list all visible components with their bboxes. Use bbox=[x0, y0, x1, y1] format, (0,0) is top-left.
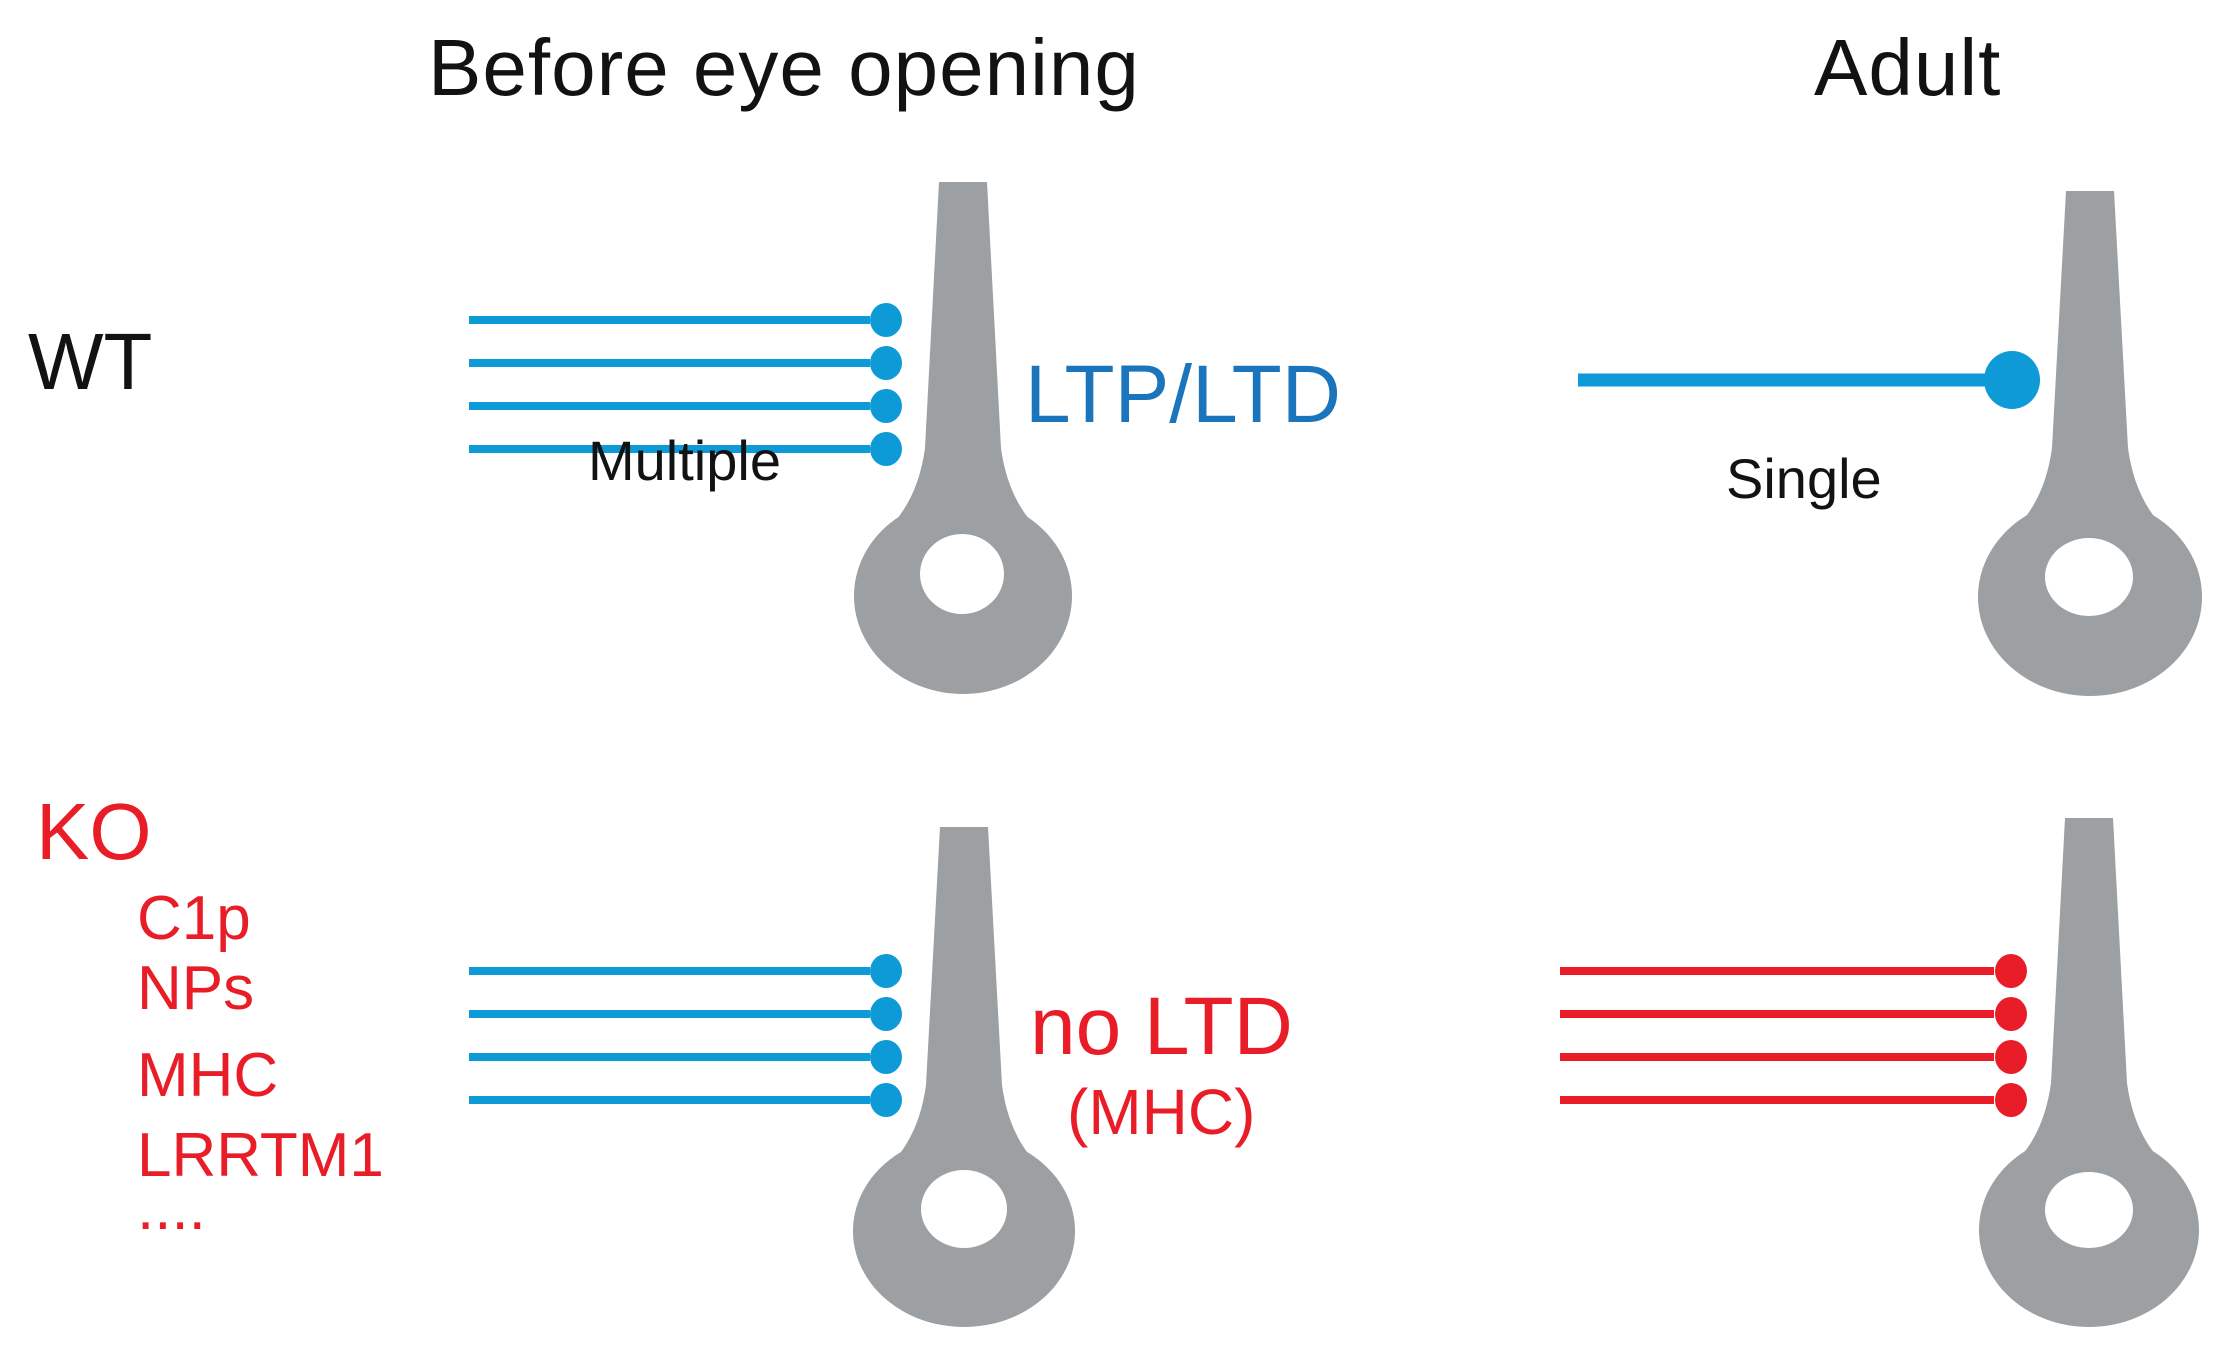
neuron-wt-adult bbox=[1978, 191, 2202, 696]
ko-gene-label: C1p bbox=[137, 884, 251, 953]
afferents-wt-adult bbox=[1578, 351, 2040, 409]
afferent-line bbox=[469, 359, 870, 367]
column-header-adult: Adult bbox=[1814, 23, 2002, 112]
row-label-wt: WT bbox=[28, 317, 153, 406]
afferent-line bbox=[469, 1096, 870, 1104]
soma-hole bbox=[2045, 1172, 2133, 1248]
synaptic-bouton-dot bbox=[870, 432, 902, 466]
row-label-ko: KO bbox=[36, 787, 152, 876]
synaptic-bouton-dot bbox=[1995, 997, 2027, 1031]
afferent-lines bbox=[469, 303, 2040, 1117]
neuron-ko-before bbox=[853, 827, 1075, 1327]
synaptic-bouton-dot bbox=[1995, 954, 2027, 988]
afferent-line bbox=[469, 445, 870, 453]
synaptic-bouton-dot bbox=[870, 954, 902, 988]
afferent-line bbox=[1578, 373, 1988, 387]
caption-multiple: Multiple bbox=[588, 429, 781, 492]
afferents-wt-before bbox=[469, 303, 902, 466]
synaptic-bouton-dot bbox=[1995, 1083, 2027, 1117]
annotation-no-ltd: no LTD bbox=[1030, 981, 1293, 1072]
caption-single: Single bbox=[1726, 447, 1882, 510]
ko-gene-label: MHC bbox=[137, 1041, 279, 1110]
synaptic-bouton-dot bbox=[870, 1040, 902, 1074]
afferent-line bbox=[469, 402, 870, 410]
afferent-line bbox=[469, 316, 870, 324]
afferents-ko-adult bbox=[1560, 954, 2027, 1117]
afferent-line bbox=[1560, 1053, 1994, 1061]
dendrite-shape bbox=[888, 827, 1040, 1167]
synaptic-bouton-dot bbox=[1984, 351, 2040, 409]
soma-hole bbox=[921, 1170, 1007, 1248]
afferent-line bbox=[1560, 1096, 1994, 1104]
ko-gene-label: NPs bbox=[137, 954, 255, 1023]
synaptic-bouton-dot bbox=[870, 389, 902, 423]
afferent-line bbox=[469, 1053, 870, 1061]
ko-gene-label: .... bbox=[137, 1174, 206, 1243]
dendrite-shape bbox=[2013, 818, 2165, 1165]
synaptic-bouton-dot bbox=[1995, 1040, 2027, 1074]
afferent-line bbox=[469, 1010, 870, 1018]
synaptic-bouton-dot bbox=[870, 997, 902, 1031]
soma-hole bbox=[920, 534, 1004, 614]
afferent-line bbox=[1560, 967, 1994, 975]
ko-gene-label: LRRTM1 bbox=[137, 1121, 384, 1190]
synaptic-bouton-dot bbox=[870, 346, 902, 380]
afferent-line bbox=[1560, 1010, 1994, 1018]
dendrite-shape bbox=[887, 182, 1039, 530]
afferent-line bbox=[469, 967, 870, 975]
soma-hole bbox=[2045, 538, 2133, 616]
neuron-wt-before bbox=[854, 182, 1072, 694]
synaptic-bouton-dot bbox=[870, 1083, 902, 1117]
dendrite-shape bbox=[2014, 191, 2166, 530]
annotation-no-ltd-qualifier: (MHC) bbox=[1067, 1076, 1256, 1148]
annotation-ltp-ltd: LTP/LTD bbox=[1025, 349, 1341, 440]
afferents-ko-before bbox=[469, 954, 902, 1117]
synaptic-bouton-dot bbox=[870, 303, 902, 337]
column-header-before-eye-opening: Before eye opening bbox=[428, 23, 1140, 112]
neuron-shapes bbox=[853, 182, 2202, 1327]
neuron-ko-adult bbox=[1979, 818, 2199, 1327]
